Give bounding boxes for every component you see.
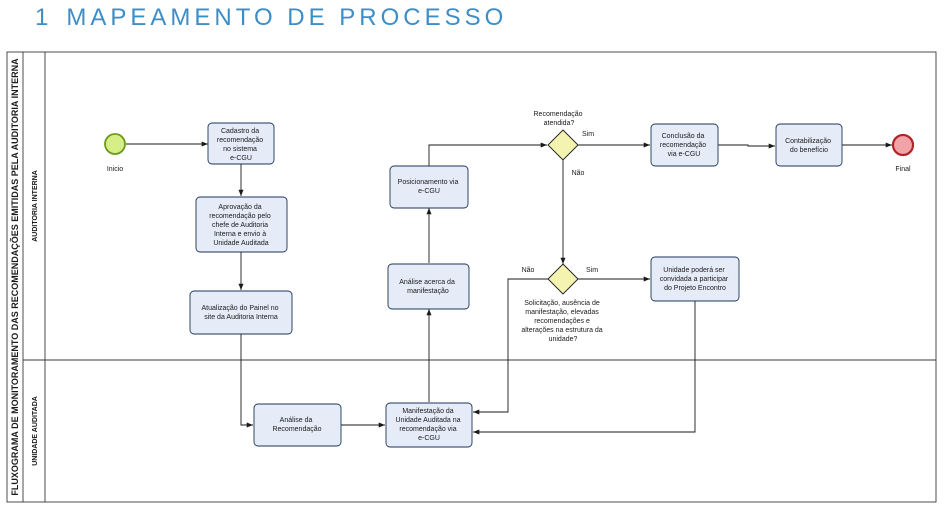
task-analise-recomendacao: Análise da Recomendação bbox=[253, 403, 342, 447]
task-convidada-line: do Projeto Encontro bbox=[664, 285, 726, 292]
gateway2-yes-label: Sim bbox=[586, 267, 598, 274]
task-cadastro-line: recomendação bbox=[217, 137, 263, 144]
gateway2-no-label: Não bbox=[522, 267, 535, 274]
task-analise-rec-line: Análise da bbox=[280, 417, 313, 424]
svg-text:Cadastro da recomendação: Cadastro da recomendação no sistema e-CG… bbox=[217, 128, 265, 162]
task-convidada-line: Unidade poderá ser bbox=[663, 267, 725, 274]
section-title: MAPEAMENTO DE PROCESSO bbox=[66, 4, 508, 31]
lane-label-unidade: UNIDADE AUDITADA bbox=[32, 396, 39, 466]
task-aprovacao: Aprovação da recomendação pelo chefe de … bbox=[195, 196, 288, 253]
task-analise-manif-line: manifestação bbox=[407, 288, 449, 295]
gateway1-question-line: Recomendação bbox=[534, 111, 583, 118]
svg-text:Posicionamento via e-CGU: Posicionamento via e-CGU bbox=[398, 179, 461, 195]
flow-connectors bbox=[126, 141, 892, 435]
task-aprovacao-line: Interna e envio à bbox=[214, 231, 266, 238]
gateway2-question-line: recomendações e bbox=[534, 318, 590, 325]
flow-posicionamento-gateway1 bbox=[428, 142, 547, 166]
task-cadastro-line: Cadastro da bbox=[221, 128, 259, 135]
task-posicionamento-line: e-CGU bbox=[418, 188, 440, 195]
task-analise-manifestacao: Análise acerca da manifestação bbox=[387, 263, 470, 310]
gateway1-no-label: Não bbox=[572, 170, 585, 177]
svg-text:Manifestação da Unidade: Manifestação da Unidade Auditada na reco… bbox=[396, 408, 463, 442]
svg-text:Análise acerca da manife: Análise acerca da manifestação bbox=[399, 279, 457, 295]
svg-text:Conclusão da recomendaçã: Conclusão da recomendação via e-CGU bbox=[660, 133, 708, 158]
task-atualizacao-line: Atualização do Painel no bbox=[201, 305, 278, 312]
flow-gateway2-manifestacao bbox=[473, 278, 548, 415]
svg-text:Recomendação atendida?: Recomendação atendida? bbox=[534, 111, 585, 127]
task-contabilizacao-line: Contabilização bbox=[785, 138, 831, 145]
gateway1-question-line: atendida? bbox=[544, 120, 575, 127]
task-convidada: Unidade poderá ser convidada a participa… bbox=[650, 256, 740, 302]
svg-text:Análise da Recomendação: Análise da Recomendação bbox=[272, 417, 321, 433]
task-posicionamento-line: Posicionamento via bbox=[398, 179, 459, 186]
flow-atualizacao-analise bbox=[240, 334, 253, 428]
task-cadastro: Cadastro da recomendação no sistema e-CG… bbox=[207, 122, 275, 165]
section-number: 1 bbox=[35, 4, 53, 31]
gateway-recomendacao-atendida: Recomendação atendida? Sim Não bbox=[534, 111, 595, 177]
svg-text:Unidade poderá ser convi: Unidade poderá ser convidada a participa… bbox=[660, 267, 730, 292]
task-conclusao: Conclusão da recomendação via e-CGU bbox=[650, 123, 719, 167]
task-conclusao-line: Conclusão da bbox=[662, 133, 705, 140]
task-manifestacao-line: Unidade Auditada na bbox=[396, 417, 461, 424]
task-contabilizacao: Contabilização do benefício bbox=[775, 123, 843, 167]
task-aprovacao-line: Aprovação da bbox=[218, 204, 261, 211]
svg-text:Atualização do Painel no: Atualização do Painel no site da Auditor… bbox=[201, 305, 280, 321]
task-manifestacao: Manifestação da Unidade Auditada na reco… bbox=[385, 402, 473, 448]
task-manifestacao-line: recomendação via bbox=[399, 426, 456, 433]
task-posicionamento: Posicionamento via e-CGU bbox=[389, 165, 469, 209]
lane-label-auditoria: AUDITORIA INTERNA bbox=[32, 170, 39, 242]
task-atualizacao-line: site da Auditoria Interna bbox=[204, 314, 278, 321]
task-analise-rec-line: Recomendação bbox=[272, 426, 321, 433]
task-cadastro-line: e-CGU bbox=[230, 155, 252, 162]
flow-conclusao-contabilizacao bbox=[718, 143, 775, 149]
task-manifestacao-line: Manifestação da bbox=[402, 408, 453, 415]
task-aprovacao-line: chefe de Auditoria bbox=[212, 222, 268, 229]
task-aprovacao-line: recomendação pelo bbox=[209, 213, 271, 220]
task-convidada-line: convidada a participar bbox=[660, 276, 729, 283]
pool-title: FLUXOGRAMA DE MONITORAMENTO DAS RECOMEND… bbox=[10, 58, 20, 496]
gateway2-question-line: alterações na estrutura da bbox=[521, 327, 602, 334]
task-aprovacao-line: Unidade Auditada bbox=[213, 240, 268, 247]
page-title: 1 MAPEAMENTO DE PROCESSO bbox=[35, 4, 507, 34]
svg-text:Aprovação da recomendaçã: Aprovação da recomendação pelo chefe de … bbox=[209, 204, 272, 247]
svg-text:Contabilização do benefí: Contabilização do benefício bbox=[785, 138, 833, 154]
start-label: Inicio bbox=[107, 166, 123, 173]
gateway2-question-line: Solicitação, ausência de bbox=[524, 300, 600, 307]
task-conclusao-line: via e-CGU bbox=[668, 151, 701, 158]
flow-convidada-manifestacao bbox=[473, 301, 696, 435]
start-event bbox=[104, 133, 126, 155]
task-cadastro-line: no sistema bbox=[223, 146, 257, 153]
task-manifestacao-line: e-CGU bbox=[418, 435, 440, 442]
task-atualizacao: Atualização do Painel no site da Auditor… bbox=[189, 290, 293, 335]
gateway-solicitacao: Sim Não Solicitação, ausência de manifes… bbox=[521, 263, 604, 343]
svg-text:Solicitação, ausência de: Solicitação, ausência de manifestação, e… bbox=[521, 300, 604, 343]
gateway1-yes-label: Sim bbox=[582, 131, 594, 138]
end-label: Final bbox=[895, 166, 911, 173]
task-analise-manif-line: Análise acerca da bbox=[399, 279, 455, 286]
gateway2-question-line: manifestação, elevadas bbox=[525, 309, 599, 316]
task-contabilizacao-line: do benefício bbox=[790, 147, 828, 154]
gateway2-question-line: unidade? bbox=[549, 336, 578, 343]
task-conclusao-line: recomendação bbox=[660, 142, 706, 149]
end-event bbox=[891, 133, 915, 157]
